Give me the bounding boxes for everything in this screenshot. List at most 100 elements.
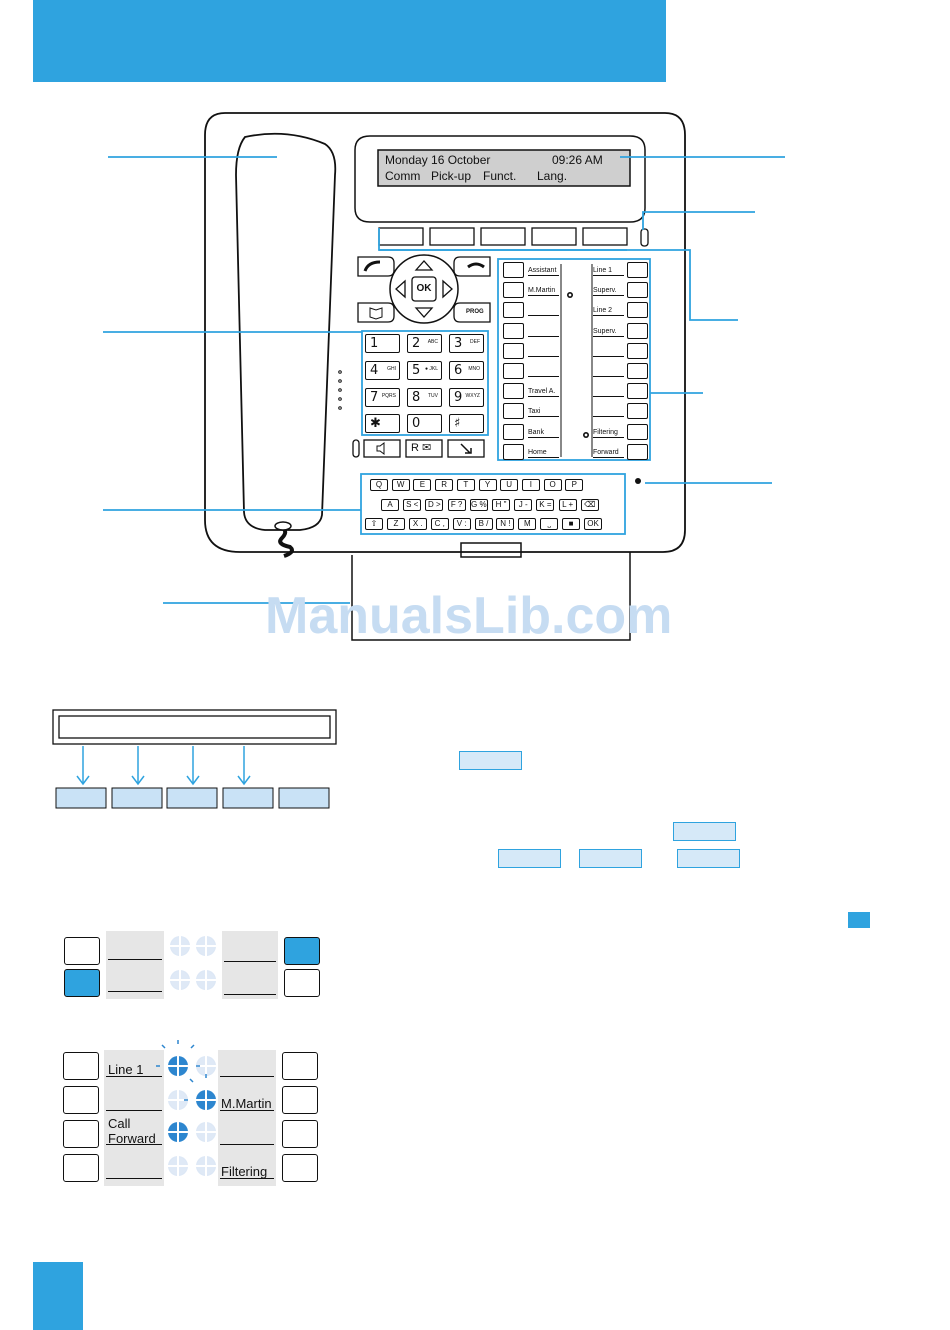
keypad-letters: TUV — [428, 393, 438, 399]
prog-key-right-1[interactable] — [627, 262, 648, 278]
kbd-key-row1-7[interactable]: U — [500, 479, 519, 491]
prog-key-left-9[interactable] — [503, 423, 524, 440]
prog-key-left-4[interactable] — [503, 322, 524, 339]
display-time: 09:26 AM — [552, 153, 603, 167]
kbd-key-row3-4[interactable]: C , — [430, 518, 449, 530]
inline-key-1 — [459, 751, 522, 770]
kbd-key-row1-6[interactable]: Y — [478, 479, 497, 491]
prog-key-right-3[interactable] — [627, 302, 648, 319]
keypad-letters: GHI — [387, 366, 396, 372]
prog-key-left-3[interactable] — [503, 302, 524, 319]
keypad-key-8[interactable]: 8 TUV — [407, 388, 442, 407]
kbd-key-row1-10[interactable]: P — [565, 479, 584, 491]
prog-key-left-5[interactable] — [503, 342, 524, 359]
prog-key-right-6[interactable] — [627, 363, 648, 379]
keypad-digit: 8 — [412, 390, 421, 405]
ex2-labels-right — [218, 1050, 276, 1186]
ex1-key-right-1[interactable] — [284, 937, 320, 965]
kbd-key-row3-10[interactable]: ■ — [562, 518, 581, 530]
kbd-key-row3-1[interactable]: ⇧ — [365, 518, 383, 530]
prog-key-left-8[interactable] — [503, 403, 524, 420]
ex2-key-right-1[interactable] — [282, 1052, 318, 1080]
prog-key-right-2[interactable] — [627, 282, 648, 299]
keypad-key-5[interactable]: 5● JKL — [407, 361, 442, 380]
ex2-led-on — [168, 1122, 188, 1142]
kbd-key-row2-10[interactable]: ⌫ — [580, 499, 599, 511]
kbd-key-row3-6[interactable]: B / — [474, 518, 493, 530]
kbd-key-row2-8[interactable]: K = — [536, 499, 555, 511]
kbd-key-row2-2[interactable]: S < — [403, 499, 422, 511]
ex1-key-left-2[interactable] — [64, 969, 100, 997]
prog-key[interactable]: PROG — [466, 309, 484, 315]
kbd-key-row3-7[interactable]: N ! — [496, 518, 515, 530]
ex2-key-left-3[interactable] — [63, 1120, 99, 1148]
keypad-digit: 0 — [412, 416, 421, 431]
kbd-key-row2-4[interactable]: F ? — [447, 499, 466, 511]
keypad-digit: 7 — [370, 390, 379, 405]
kbd-key-row2-9[interactable]: L + — [558, 499, 577, 511]
prog-key-right-7[interactable] — [627, 383, 648, 400]
prog-key-left-6[interactable] — [503, 363, 524, 379]
phone-outline — [103, 112, 785, 641]
kbd-key-row1-4[interactable]: R — [435, 479, 454, 491]
keypad-key-11[interactable]: 0 — [407, 414, 442, 433]
ex2-led-6 — [196, 1122, 216, 1142]
keypad-letters: WXYZ — [465, 393, 480, 399]
keypad-key-10[interactable]: ✱ — [365, 414, 400, 433]
prog-key-right-4[interactable] — [627, 322, 648, 339]
ex2-key-right-2[interactable] — [282, 1086, 318, 1114]
prog-label-right — [593, 408, 624, 418]
ok-key[interactable]: OK — [416, 283, 432, 294]
prog-key-right-8[interactable] — [627, 403, 648, 420]
kbd-key-row2-7[interactable]: J - — [514, 499, 533, 511]
ex2-key-left-1[interactable] — [63, 1052, 99, 1080]
kbd-key-row2-6[interactable]: H " — [492, 499, 510, 511]
prog-key-left-2[interactable] — [503, 282, 524, 299]
kbd-key-row1-8[interactable]: I — [521, 479, 540, 491]
prog-key-right-5[interactable] — [627, 342, 648, 359]
ex1-key-right-2[interactable] — [284, 969, 320, 997]
kbd-key-row3-9[interactable]: ⎵ — [540, 518, 559, 530]
kbd-key-row3-5[interactable]: V : — [452, 518, 471, 530]
keypad-key-12[interactable]: ♯ — [449, 414, 484, 433]
r-message-key[interactable]: R ✉ — [411, 442, 432, 454]
display-softkey-diagram — [52, 709, 337, 809]
kbd-key-row1-9[interactable]: O — [543, 479, 562, 491]
kbd-key-row2-5[interactable]: G % — [469, 499, 488, 511]
kbd-key-row3-11[interactable]: OK — [584, 518, 602, 530]
kbd-key-row3-8[interactable]: M — [518, 518, 537, 530]
keypad-key-1[interactable]: 1 — [365, 334, 400, 353]
kbd-key-row2-1[interactable]: A — [381, 499, 399, 511]
prog-key-left-1[interactable] — [503, 262, 524, 278]
prog-label-right: Superv. — [593, 287, 624, 297]
ex2-key-right-3[interactable] — [282, 1120, 318, 1148]
ex2-label-filtering: Filtering — [221, 1164, 268, 1179]
prog-key-right-10[interactable] — [627, 443, 648, 460]
header-band — [33, 0, 666, 82]
ex2-led-blink-2 — [196, 1090, 216, 1110]
kbd-key-row3-2[interactable]: Z — [386, 518, 405, 530]
prog-key-left-10[interactable] — [503, 443, 524, 460]
kbd-key-row3-3[interactable]: X . — [408, 518, 427, 530]
keypad-letters: PQRS — [381, 393, 396, 399]
kbd-key-row2-3[interactable]: D > — [425, 499, 444, 511]
ex2-key-left-4[interactable] — [63, 1154, 99, 1182]
ex1-key-left-1[interactable] — [64, 937, 100, 965]
kbd-key-row1-1[interactable]: Q — [370, 479, 388, 491]
prog-label-right — [593, 348, 624, 357]
ex2-key-left-2[interactable] — [63, 1086, 99, 1114]
prog-key-right-9[interactable] — [627, 423, 648, 440]
prog-key-left-7[interactable] — [503, 383, 524, 400]
kbd-key-row1-3[interactable]: E — [413, 479, 432, 491]
kbd-key-row1-2[interactable]: W — [391, 479, 410, 491]
keypad-digit: 3 — [454, 336, 463, 351]
ex2-key-right-4[interactable] — [282, 1154, 318, 1182]
kbd-key-row1-5[interactable]: T — [456, 479, 475, 491]
keypad-digit: 6 — [454, 363, 463, 378]
